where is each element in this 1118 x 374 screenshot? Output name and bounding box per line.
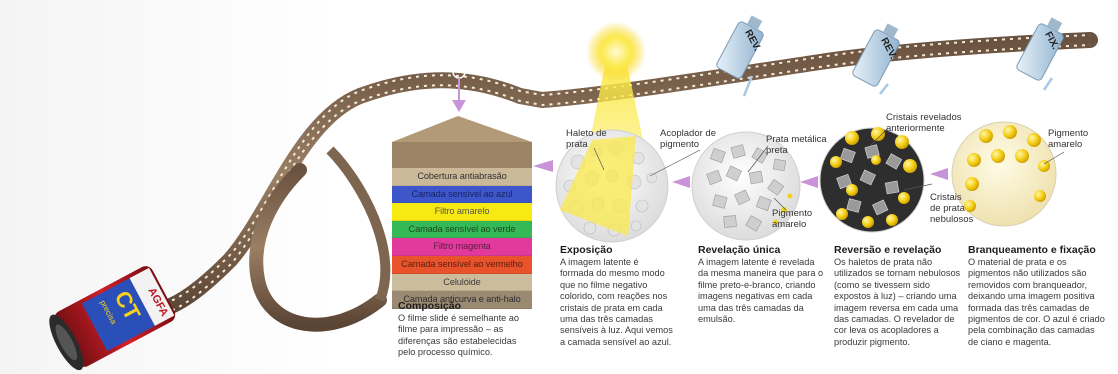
label-cristais-revelados: Cristais reveladosanteriormente <box>886 112 962 134</box>
reversao-title: Reversão e revelação <box>834 244 941 256</box>
layer-1: Camada sensível ao azul <box>392 186 532 204</box>
composicao-body: O filme slide é semelhante ao filme para… <box>398 313 519 359</box>
film-curl-edge <box>330 150 385 300</box>
layer-6: Celulóide <box>392 274 532 292</box>
sun-icon <box>586 22 646 82</box>
exposicao-body: A imagem latente é formada do mesmo modo… <box>560 257 673 348</box>
revelacao-body: A imagem latente é revelada da mesma man… <box>698 257 823 325</box>
pour-2 <box>880 84 888 94</box>
layer-2: Filtro amarelo <box>392 203 532 221</box>
arrow-1 <box>672 176 690 188</box>
layer-0: Cobertura antiabrasão <box>392 168 532 186</box>
label-pigmento-amarelo-2: Pigmentoamarelo <box>1048 128 1088 150</box>
label-prata-metalica: Prata metálicapreta <box>766 134 827 156</box>
zoom-arrow <box>452 100 466 112</box>
layer-3: Camada sensível ao verde <box>392 221 532 239</box>
revelacao-title: Revelação única <box>698 244 780 256</box>
label-pigmento-amarelo-1: Pigmentoamarelo <box>772 208 812 230</box>
arrow-to-exposure <box>533 160 553 172</box>
layer-5: Camada sensível ao vermelho <box>392 256 532 274</box>
layer-block-side <box>392 142 532 168</box>
film-layer-stack: Cobertura antiabrasão Camada sensível ao… <box>392 168 532 309</box>
arrow-3 <box>930 168 948 180</box>
pour-3 <box>1044 78 1052 90</box>
label-cristais-nebulosos: Cristaisde pratanebulosos <box>930 192 973 225</box>
label-haleto: Haleto deprata <box>566 128 607 150</box>
branqueamento-title: Branqueamento e fixação <box>968 244 1096 256</box>
layer-block-top <box>392 116 532 142</box>
label-acoplador: Acoplador depigmento <box>660 128 716 150</box>
reversao-body: Os haletos de prata não utilizados se to… <box>834 257 960 348</box>
arrow-2 <box>800 176 818 188</box>
exposicao-title: Exposição <box>560 244 613 256</box>
composicao-title: Composição <box>398 300 461 312</box>
branqueamento-body: O material de prata e os pigmentos não u… <box>968 257 1105 348</box>
layer-4: Filtro magenta <box>392 238 532 256</box>
